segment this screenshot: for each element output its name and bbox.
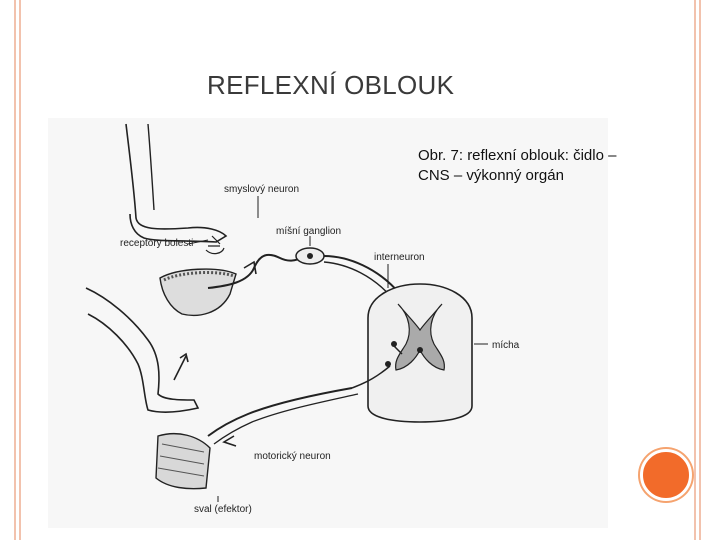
slide-title: REFLEXNÍ OBLOUK — [207, 70, 455, 100]
central-canal — [417, 347, 423, 353]
motor-neuron-cell — [385, 361, 391, 367]
label-spinal-ganglion: míšní ganglion — [276, 226, 341, 237]
motor-neuron-fiber — [207, 387, 353, 437]
grey-matter — [395, 303, 445, 371]
intra-cord-connections — [351, 343, 403, 389]
dorsal-root — [323, 255, 401, 295]
skin-texture — [163, 271, 235, 282]
leader-receptors — [187, 239, 209, 245]
motor-arrow — [222, 435, 237, 447]
left-frame-line-inner — [19, 0, 21, 540]
ganglion-cell-body — [307, 253, 313, 259]
decorative-orange-circle — [640, 449, 692, 501]
label-motor-neuron: motorický neuron — [254, 451, 331, 462]
label-spinal-cord: mícha — [492, 340, 520, 351]
pain-stimulus-icon — [205, 235, 225, 255]
label-interneuron: interneuron — [374, 252, 425, 263]
reflex-arc-figure: smyslový neuron receptory bolesti míšní … — [48, 118, 608, 528]
right-frame-line-inner — [699, 0, 701, 540]
skin-section — [159, 268, 237, 317]
figure-background — [48, 118, 608, 528]
ventral-root — [213, 393, 359, 445]
right-frame-line — [694, 0, 696, 540]
figure-caption: Obr. 7: reflexní oblouk: čidlo – CNS – v… — [418, 147, 617, 184]
left-frame-line — [14, 0, 16, 540]
label-pain-receptors: receptory bolesti — [120, 238, 193, 249]
lower-leg-drawing — [85, 287, 200, 413]
muscle-fibers — [157, 443, 205, 477]
reflex-arc-diagram: smyslový neuron receptory bolesti míšní … — [48, 118, 608, 528]
label-sensory-neuron: smyslový neuron — [224, 184, 299, 195]
upper-leg-line — [147, 123, 155, 211]
sensory-neuron-fiber — [207, 253, 309, 289]
muscle-effector — [155, 432, 211, 490]
label-muscle: sval (efektor) — [194, 504, 252, 515]
upper-foot-drawing — [125, 123, 228, 243]
reflex-movement-arrow — [173, 352, 189, 381]
sensory-arrow — [243, 260, 257, 275]
